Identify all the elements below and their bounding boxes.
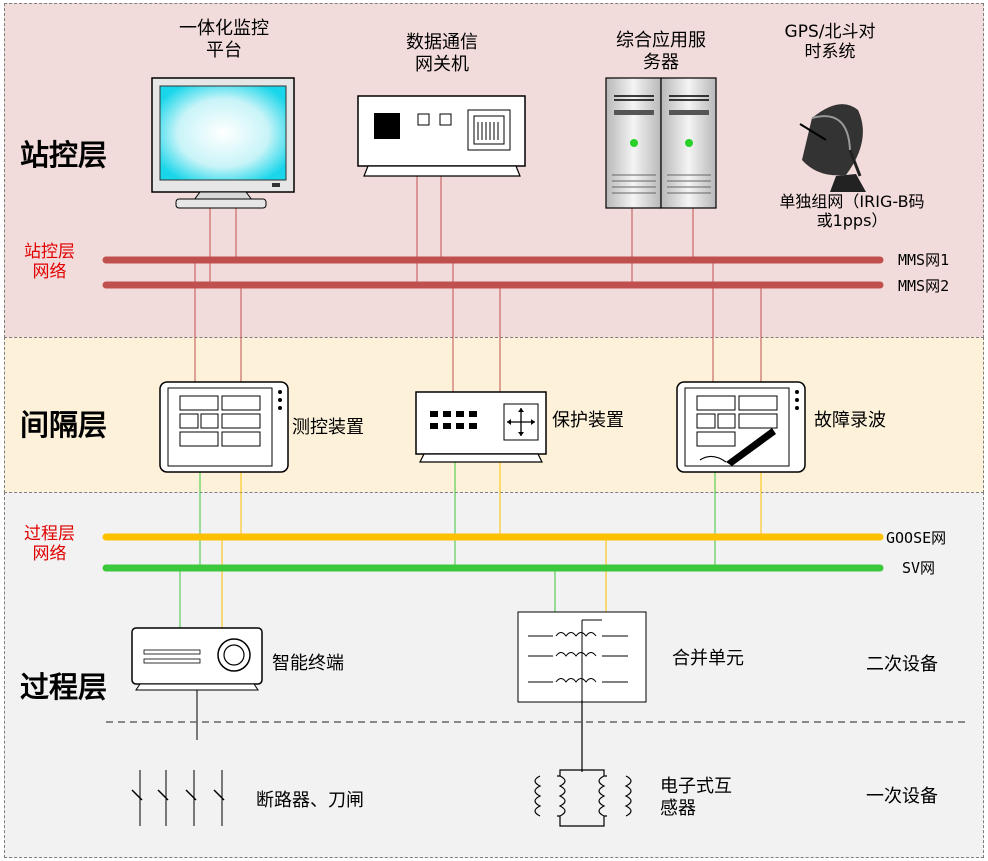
mms2-label: MMS网2 (898, 277, 950, 295)
server-icon (605, 77, 717, 209)
protection-label: 保护装置 (552, 410, 624, 431)
intelligent-terminal-icon (131, 627, 263, 691)
bay-layer-title: 间隔层 (20, 408, 108, 442)
electronic-transformer-icon (534, 700, 632, 827)
transformer-label: 电子式互 感器 (660, 776, 732, 819)
protection-device-icon (415, 391, 547, 463)
goose-label: GOOSE网 (886, 529, 947, 547)
secondary-equipment-label: 二次设备 (866, 654, 938, 675)
gateway-label: 数据通信 网关机 (406, 32, 478, 75)
primary-equipment-label: 一次设备 (866, 786, 938, 807)
fault-recorder-label: 故障录波 (814, 410, 886, 431)
process-network-label: 过程层 网络 (24, 524, 75, 565)
station-connections (194, 175, 762, 392)
fault-recorder-icon (676, 381, 806, 473)
breaker-switch-icon (131, 690, 225, 826)
gps-label: GPS/北斗对 时系统 (784, 22, 876, 63)
breaker-label: 断路器、刀闸 (256, 790, 364, 811)
process-connections (179, 460, 762, 630)
process-layer-title: 过程层 (20, 670, 108, 704)
sv-label: SV网 (902, 559, 936, 577)
monitor-icon (151, 77, 295, 209)
gateway-icon (357, 95, 526, 177)
station-network-label: 站控层 网络 (24, 242, 75, 283)
monitor-label: 一体化监控 平台 (179, 18, 269, 61)
merging-unit-label: 合并单元 (672, 648, 744, 669)
gps-network-note: 单独组网（IRIG-B码 或1pps） (779, 192, 925, 231)
merging-unit-icon (517, 611, 647, 703)
measure-control-device-icon (159, 381, 289, 473)
satellite-dish-icon (799, 104, 866, 192)
server-label: 综合应用服 务器 (616, 30, 706, 73)
mms1-label: MMS网1 (898, 251, 950, 269)
intelligent-terminal-label: 智能终端 (272, 653, 344, 674)
station-layer-title: 站控层 (20, 138, 108, 172)
measure-control-label: 测控装置 (292, 417, 364, 438)
